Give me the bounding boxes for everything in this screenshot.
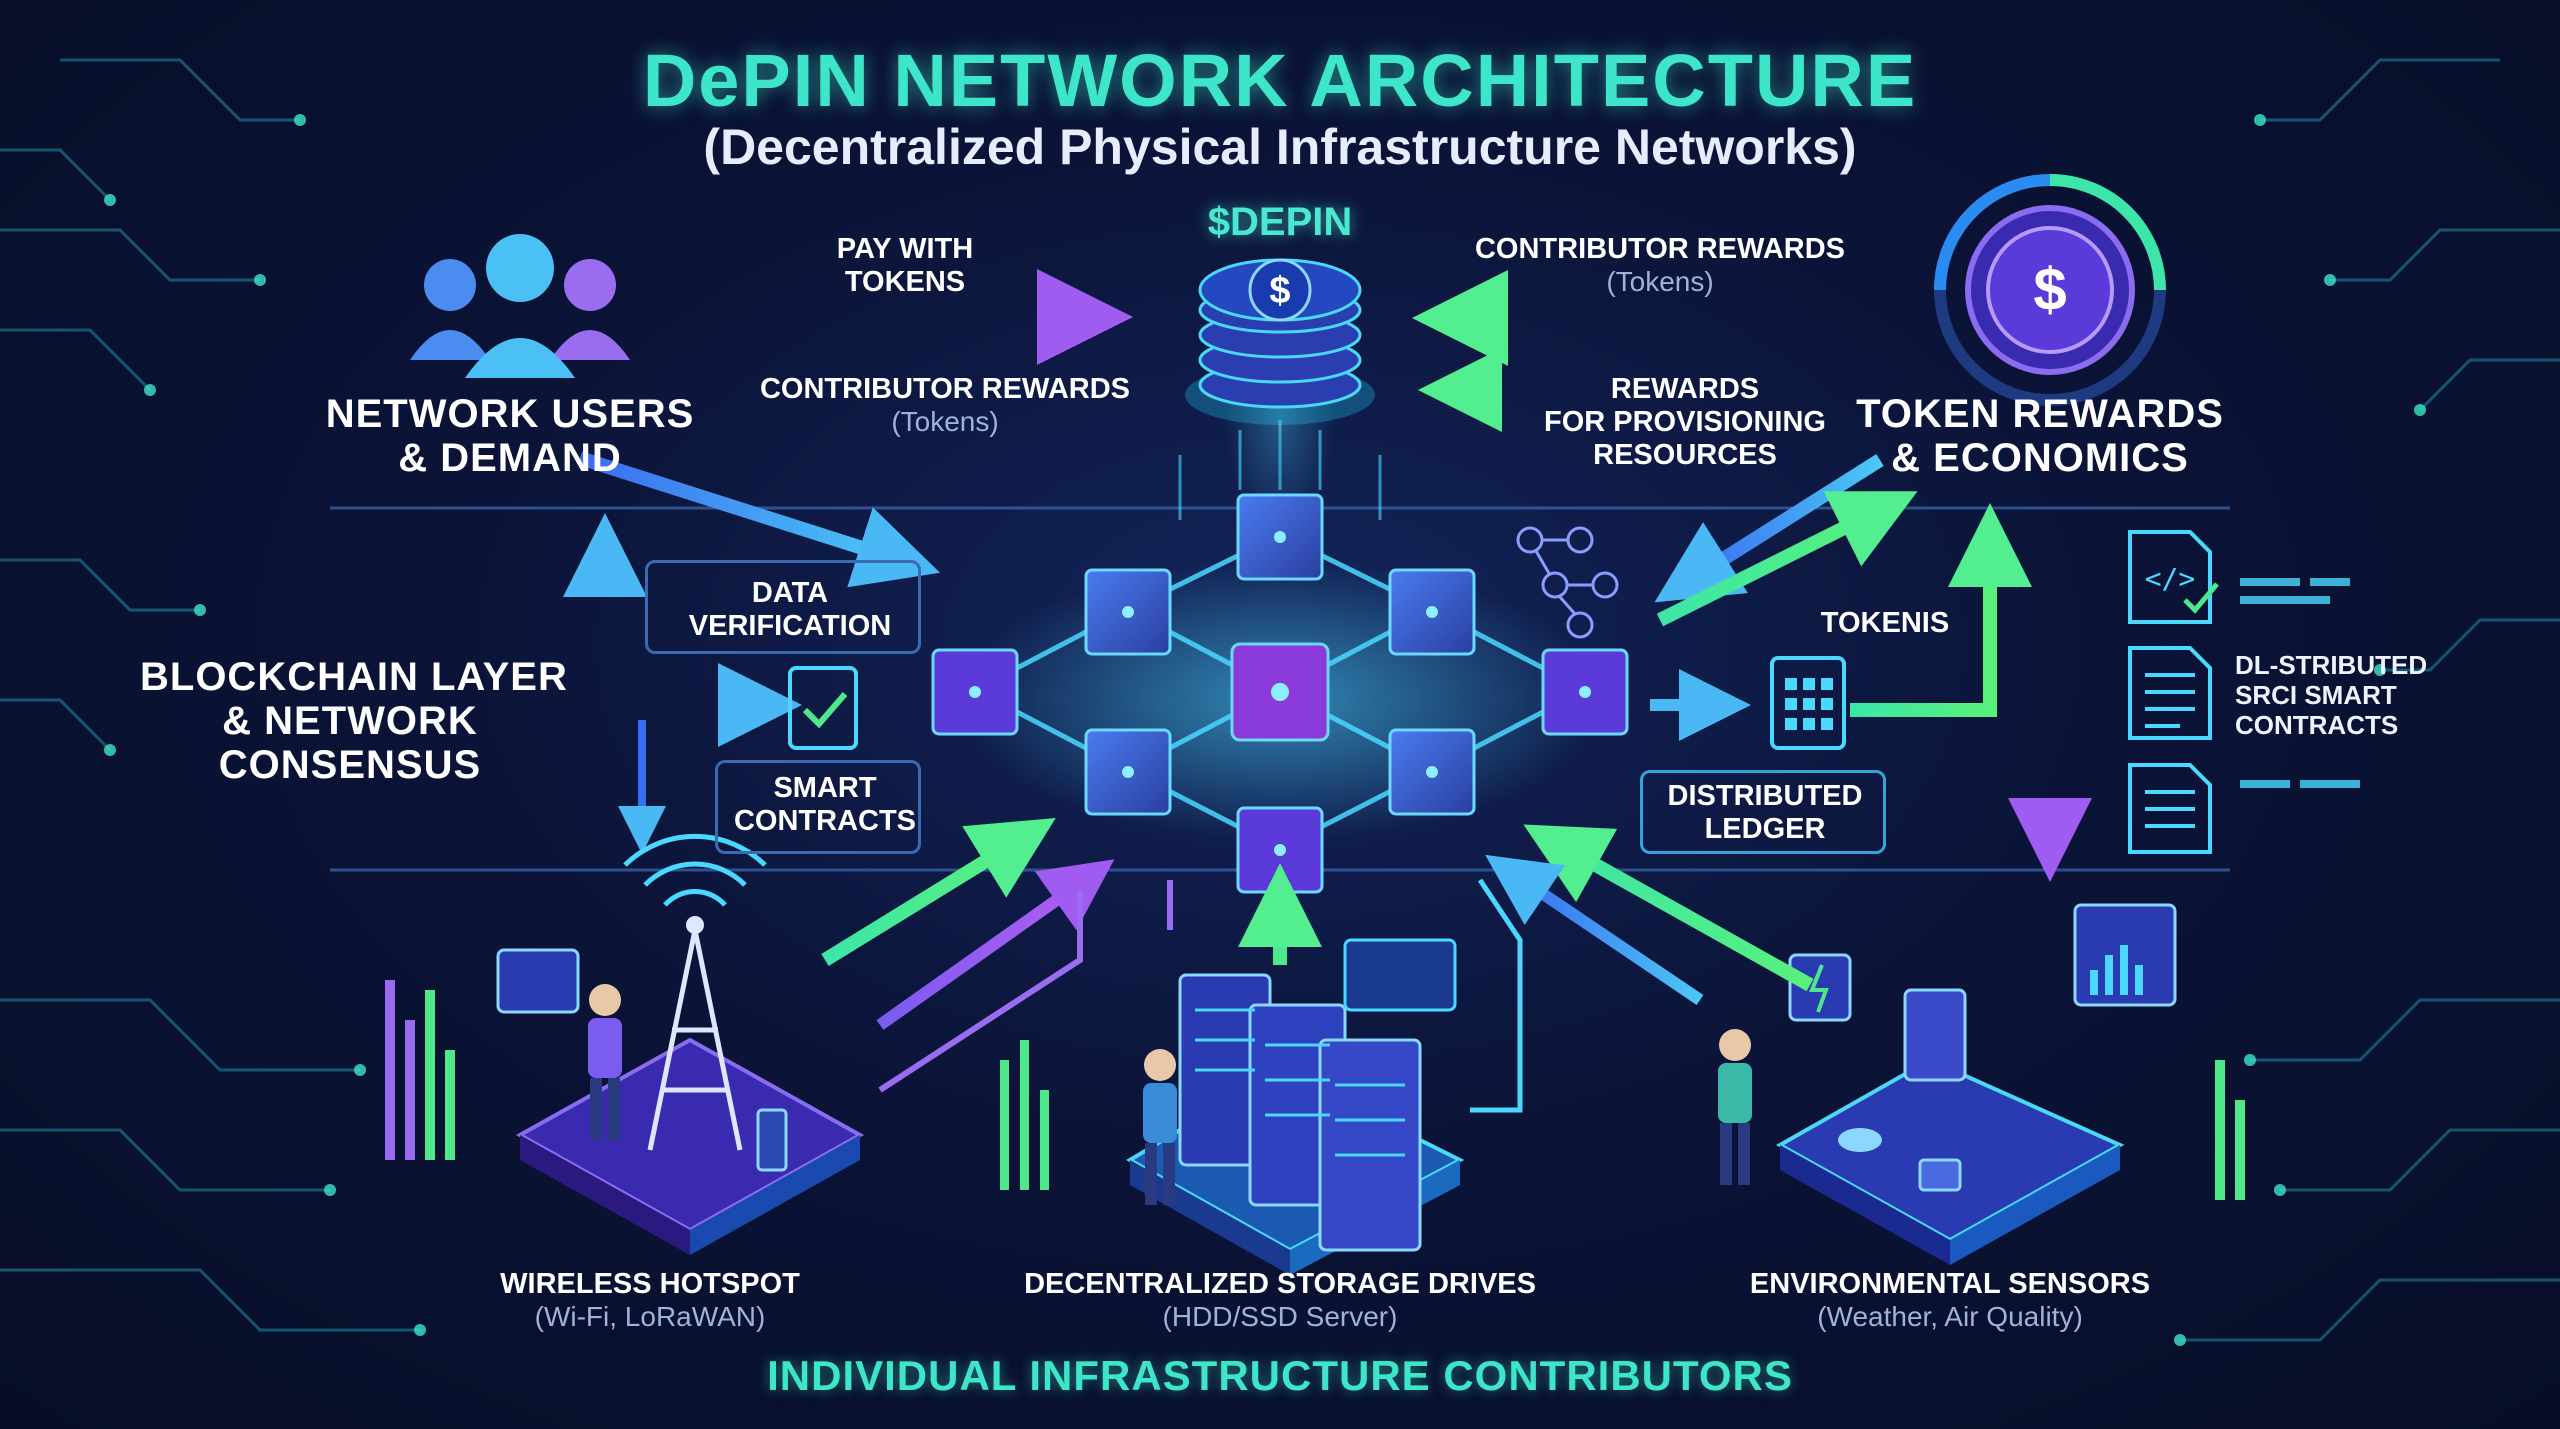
svg-text:$: $ bbox=[2033, 256, 2066, 323]
radio-tower-icon bbox=[647, 929, 743, 1151]
economics-to-network-arrow bbox=[1654, 454, 1884, 603]
svg-text:$: $ bbox=[1269, 270, 1290, 312]
storage-server-platform bbox=[1000, 938, 1465, 1275]
lightning-sensor-icon bbox=[1788, 953, 1852, 1022]
environmental-sensors-label: ENVIRONMENTAL SENSORS(Weather, Air Quali… bbox=[1749, 1268, 2151, 1332]
storage-drives-label: DECENTRALIZED STORAGE DRIVES(HDD/SSD Ser… bbox=[1024, 1268, 1536, 1332]
network-nodes-icon bbox=[1516, 526, 1619, 639]
token-symbol-label: $DEPIN bbox=[1207, 200, 1353, 244]
technician-figure bbox=[1143, 1049, 1177, 1205]
token-economics-label: TOKEN REWARDS& ECONOMICS bbox=[1856, 392, 2224, 480]
wireless-hotspot-label: WIRELESS HOTSPOT(Wi-Fi, LoRaWAN) bbox=[500, 1268, 800, 1332]
wireless-hotspot-platform bbox=[385, 833, 865, 1255]
text-document-icon bbox=[2128, 763, 2212, 854]
contract-document-icon bbox=[2128, 646, 2212, 740]
clipboard-check-icon bbox=[788, 666, 858, 750]
chat-screen-icon bbox=[496, 948, 580, 1014]
technician-figure bbox=[1718, 1029, 1752, 1185]
code-document-icon: </> bbox=[2128, 530, 2219, 624]
dashboard-screen-icon bbox=[1343, 938, 1457, 1012]
technician-figure bbox=[588, 984, 622, 1140]
users-icon bbox=[410, 234, 630, 378]
network-to-economics-arrow bbox=[1656, 491, 1918, 627]
depin-coin-stack-icon: $ bbox=[1185, 258, 1375, 530]
token-economics-ring-icon: $ bbox=[1934, 174, 2166, 406]
data-verification-box bbox=[645, 560, 921, 654]
svg-text:</>: </> bbox=[2145, 562, 2196, 595]
blockchain-network bbox=[931, 420, 1629, 894]
contributor-rewards-left-label: CONTRIBUTOR REWARDS(Tokens) bbox=[759, 373, 1131, 437]
smart-contracts-box bbox=[715, 760, 921, 854]
page-title: DePIN NETWORK ARCHITECTURE bbox=[642, 39, 1918, 122]
air-quality-sensor-icon bbox=[1838, 1128, 1882, 1152]
contributor-rewards-right-label: CONTRIBUTOR REWARDS(Tokens) bbox=[1474, 233, 1846, 297]
ledger-grid-icon bbox=[1770, 656, 1846, 750]
users-demand-label: NETWORK USERS& DEMAND bbox=[325, 392, 695, 480]
environmental-sensor-platform bbox=[1718, 903, 2245, 1265]
users-to-network-arrow bbox=[577, 451, 941, 588]
page-subtitle: (Decentralized Physical Infrastructure N… bbox=[703, 119, 1857, 175]
sensor-box-icon bbox=[1903, 988, 1967, 1082]
circuit-traces-right bbox=[2180, 58, 2560, 1342]
circuit-traces-left bbox=[0, 58, 420, 1332]
distributed-ledger-box bbox=[1640, 770, 1886, 854]
tokenis-label: TOKENIS bbox=[1820, 607, 1950, 639]
contributors-footer-label: INDIVIDUAL INFRASTRUCTURE CONTRIBUTORS bbox=[767, 1352, 1793, 1399]
